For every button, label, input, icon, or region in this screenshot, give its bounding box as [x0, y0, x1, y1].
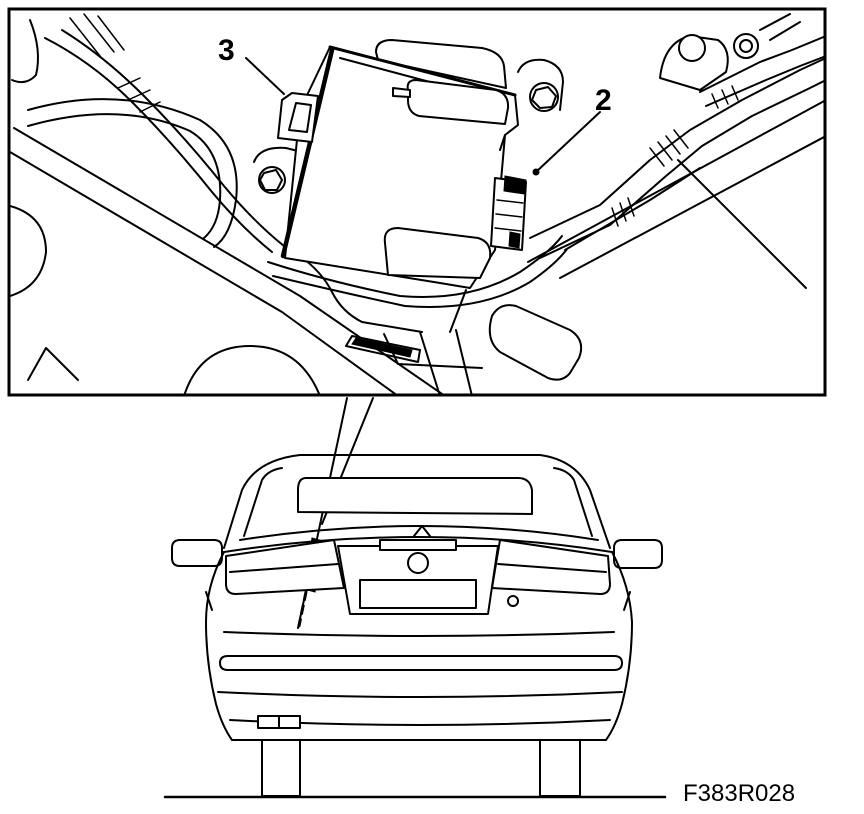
mounting-bolt-left [253, 146, 303, 194]
right-wiring-harness [527, 57, 824, 279]
mirror-right [613, 539, 663, 569]
car-rear-view [163, 454, 667, 799]
upper-right-connectors [659, 13, 824, 109]
c-pillar-right [553, 467, 593, 537]
leader-line-3 [245, 57, 285, 95]
wheel-left [261, 739, 301, 797]
rear-bumper-strip [219, 655, 623, 671]
left-wire-bundle [44, 13, 285, 253]
trunk-edge-line [223, 536, 613, 553]
leader-line-harness [677, 159, 807, 289]
module-connector [490, 175, 527, 251]
roof-outline [223, 454, 611, 549]
trunk-deck-line [239, 525, 599, 541]
callout-label-3: 3 [218, 34, 235, 67]
left-structure [10, 19, 321, 394]
inset-frame [7, 7, 827, 397]
wheel-right [539, 739, 581, 797]
module-bracket [277, 92, 319, 143]
emblem [407, 552, 429, 574]
body-side-right [605, 551, 633, 741]
lower-wiring-harness [267, 235, 568, 394]
third-brake-light [379, 539, 457, 551]
leader-dot-2 [532, 168, 540, 176]
lamp-housing [488, 304, 583, 381]
figure-code: F383R028 [683, 780, 795, 807]
bumper-lower-line [217, 691, 623, 698]
module-top-cover [392, 79, 510, 125]
leader-line-2 [535, 111, 601, 173]
license-plate [359, 579, 477, 609]
module-rear-housing [375, 39, 507, 89]
c-pillar-left [243, 467, 283, 537]
callout-label-2: 2 [595, 84, 612, 117]
side-marker-right [623, 591, 631, 611]
trunk-lock [507, 595, 519, 607]
trunk-handle [413, 525, 431, 537]
inset-detail-view [10, 13, 824, 394]
lower-body-line [223, 631, 615, 637]
left-cable-loop [27, 98, 238, 248]
body-side-left [205, 551, 233, 741]
side-marker-left [205, 591, 213, 611]
mirror-left [171, 539, 223, 567]
rear-window [297, 477, 533, 515]
mounting-bolt-right [517, 58, 564, 112]
module-lower-pod [383, 227, 492, 279]
